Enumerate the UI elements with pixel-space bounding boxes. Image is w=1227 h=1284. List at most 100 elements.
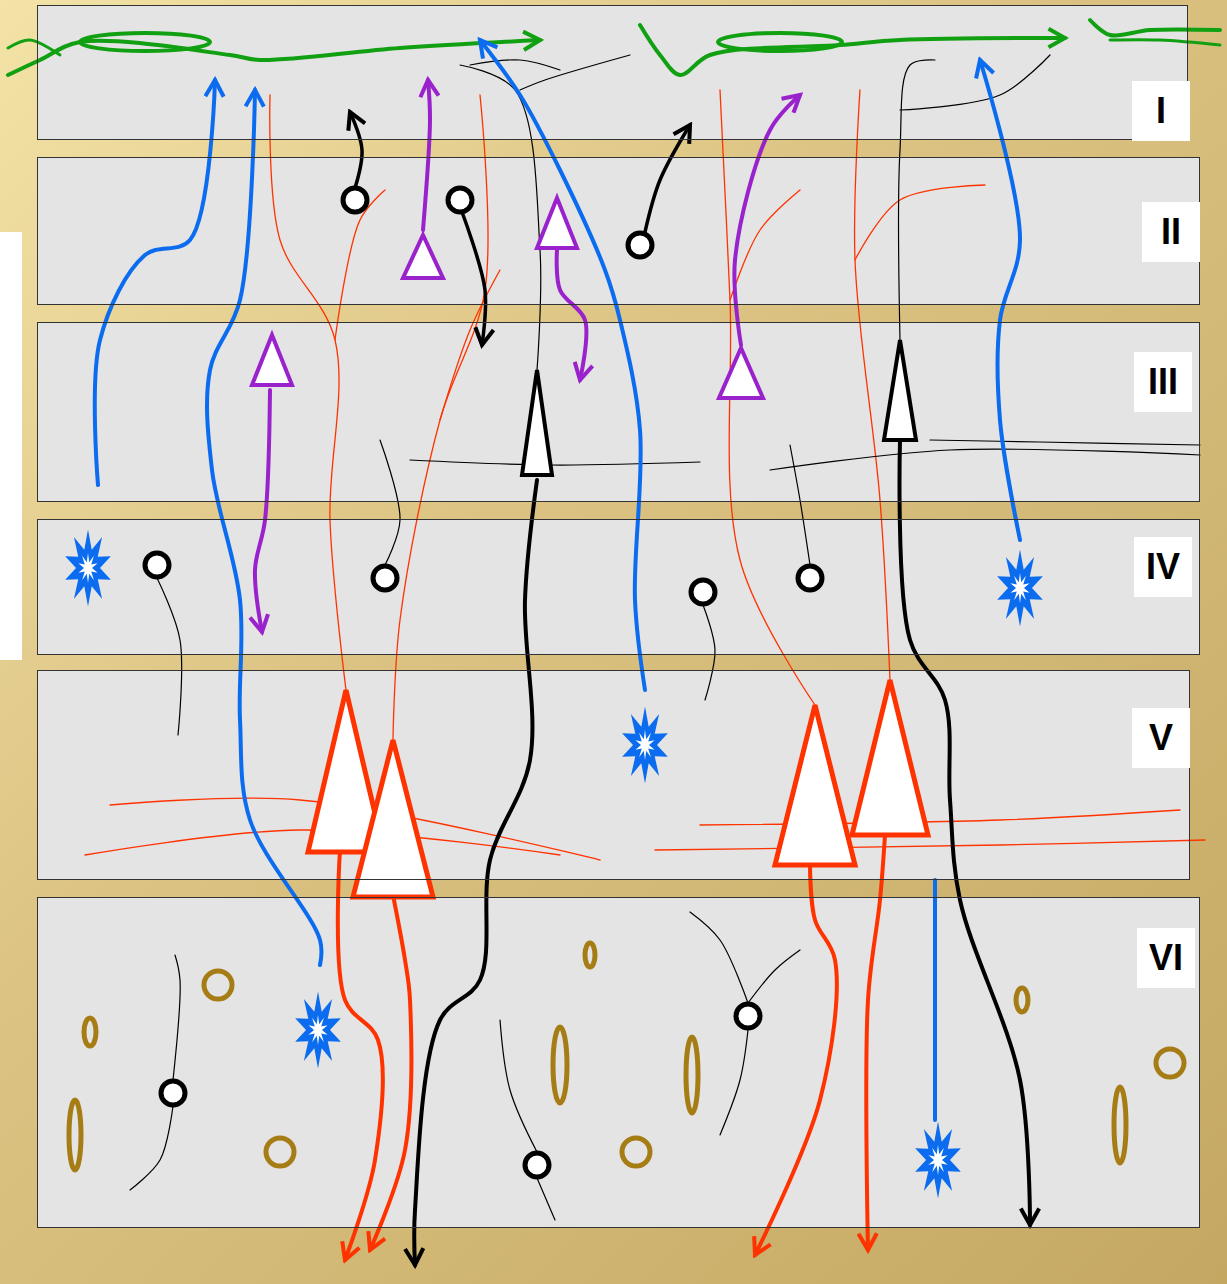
stellate-cell [622, 707, 668, 784]
fiber [720, 1030, 748, 1135]
granule-cell [343, 188, 367, 212]
granule-cell [525, 1153, 549, 1177]
stellate-cell [78, 553, 97, 583]
layer-number: III [1134, 352, 1192, 412]
cortical-layer: VI [37, 897, 1200, 1228]
polymorphic-cell [1156, 1049, 1184, 1077]
stellate-cell [1010, 573, 1029, 603]
polymorphic-cell [204, 971, 232, 999]
projection-axon [414, 480, 537, 1265]
fiber [520, 55, 630, 90]
fiber [899, 60, 935, 340]
fiber [703, 605, 715, 700]
dendrite [720, 90, 815, 705]
layer-fill [37, 519, 1200, 655]
pyramid-cell [522, 370, 552, 475]
fiber [130, 1106, 173, 1190]
cortical-layer: III [37, 322, 1200, 502]
layer-number: VI [1137, 928, 1195, 988]
dendrite [855, 185, 985, 260]
stellate-cell [997, 550, 1043, 627]
layer-fill [37, 157, 1200, 305]
pyramid-axon [423, 80, 430, 230]
fiber [157, 578, 182, 735]
stellate-axon [933, 880, 937, 1120]
large-pyramid [775, 705, 855, 865]
granule-cell [373, 566, 397, 590]
cortical-layer: IV [37, 519, 1200, 655]
pyramid-axon [734, 95, 800, 345]
granule-cell [145, 553, 169, 577]
fiber [380, 440, 400, 565]
fiber-loop [718, 33, 842, 51]
horizontal-fiber [1110, 40, 1220, 45]
granule-axon [462, 212, 486, 345]
stellate-axon [95, 80, 215, 485]
fiber [748, 950, 800, 1003]
projection-axon [338, 850, 383, 1260]
polymorphic-cell [1114, 1087, 1126, 1163]
dendrite [655, 840, 1205, 850]
polymorphic-cell [69, 1100, 81, 1170]
cortical-layer: I [37, 5, 1188, 140]
layer-number: II [1142, 202, 1200, 262]
layer-fill [37, 5, 1188, 140]
side-panel [0, 232, 22, 660]
polymorphic-cell [622, 1138, 650, 1166]
layer-fill [37, 670, 1190, 880]
polymorphic-cell [1016, 988, 1028, 1012]
granule-axon [350, 112, 362, 188]
granule-cell [628, 233, 652, 257]
projection-axon [755, 865, 837, 1255]
fiber-loop [80, 33, 210, 51]
large-pyramid [353, 740, 433, 897]
polymorphic-cell [585, 943, 595, 967]
horizontal-fiber [8, 40, 60, 55]
fiber [500, 1020, 537, 1152]
pyramid-cell [884, 340, 916, 440]
polymorphic-cell [553, 1027, 567, 1103]
layer-number: I [1132, 81, 1190, 141]
dendrite [700, 810, 1180, 825]
granule-cell [736, 1004, 760, 1028]
fiber [900, 55, 1050, 110]
fiber [537, 1178, 555, 1220]
fiber [410, 460, 700, 465]
stellate-cell [928, 1145, 947, 1175]
polymorphic-cell [266, 1138, 294, 1166]
fiber [790, 445, 810, 565]
fiber [770, 449, 1200, 470]
granule-cell [798, 566, 822, 590]
projection-axon [370, 895, 411, 1250]
horizontal-fiber [1090, 20, 1220, 36]
small-pyramid [537, 198, 577, 248]
stellate-axon [980, 60, 1020, 540]
stellate-cell [915, 1122, 961, 1199]
small-pyramid [403, 235, 443, 278]
granule-cell [448, 188, 472, 212]
stellate-cell [65, 530, 111, 607]
fiber [470, 60, 560, 70]
stellate-cell [635, 730, 654, 760]
pyramid-axon [255, 390, 270, 632]
stellate-cell [308, 1015, 327, 1045]
layer-number: IV [1134, 537, 1192, 597]
small-pyramid [252, 335, 292, 385]
fiber [690, 912, 748, 1003]
layer-number: V [1132, 708, 1190, 768]
small-pyramid [719, 348, 763, 398]
granule-cell [691, 580, 715, 604]
stellate-axon [480, 40, 645, 690]
granule-axon [645, 125, 690, 232]
stellate-cell [295, 992, 341, 1069]
dendrite [730, 190, 800, 300]
polymorphic-cell [686, 1037, 698, 1113]
fiber [173, 955, 180, 1080]
dendrite [855, 90, 890, 680]
horizontal-fiber [640, 25, 1065, 75]
dendrite [270, 95, 346, 690]
stellate-axon [207, 90, 321, 965]
layer-fill [37, 897, 1200, 1228]
